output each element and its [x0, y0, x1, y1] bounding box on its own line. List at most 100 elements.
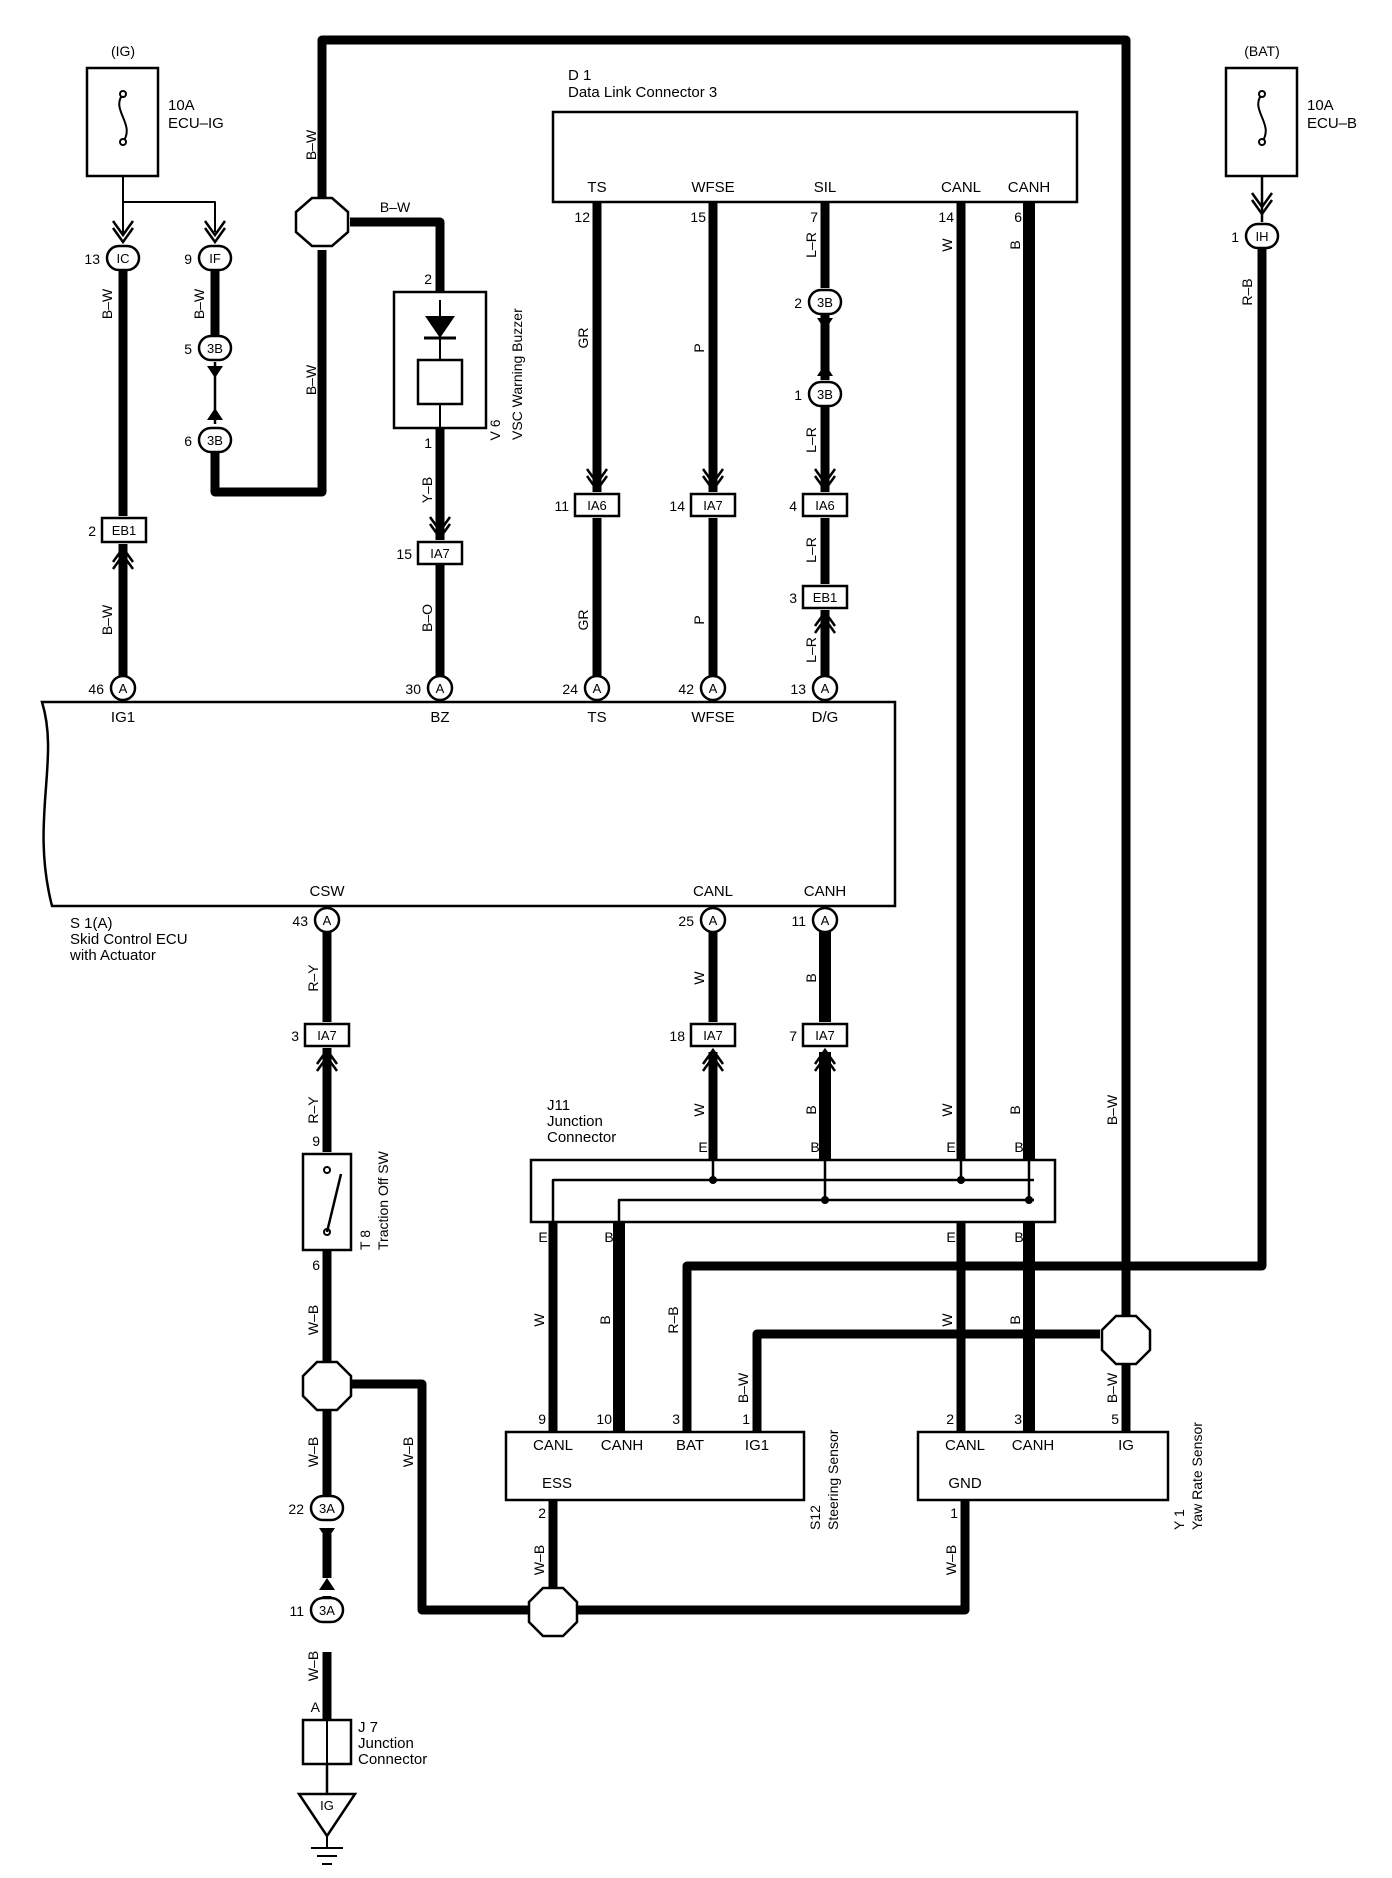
chevrons — [111, 192, 1274, 1072]
connector-ia7-18: IA7 18 — [669, 1022, 737, 1048]
svg-text:B: B — [1007, 1315, 1023, 1324]
dlc-name: Data Link Connector 3 — [568, 84, 717, 101]
svg-text:1: 1 — [794, 387, 802, 403]
yaw-ref: Y 1 — [1171, 1509, 1187, 1530]
svg-text:5: 5 — [184, 341, 192, 357]
wire-wb-loop — [352, 1379, 530, 1615]
svg-text:E: E — [698, 1139, 707, 1155]
splice-wb-lower — [527, 1586, 579, 1638]
connector-3b-6: 3B 6 — [184, 426, 233, 454]
svg-text:B–W: B–W — [191, 288, 207, 319]
svg-text:B–W: B–W — [1104, 1094, 1120, 1125]
yaw-gnd-pin: 1 — [950, 1505, 958, 1521]
ground-label: IG — [320, 1798, 334, 1813]
svg-text:Y–B: Y–B — [419, 477, 435, 503]
svg-text:B–W: B–W — [1104, 1372, 1120, 1403]
svg-text:L–R: L–R — [803, 232, 819, 258]
connector-ia7-7: IA7 7 — [789, 1022, 849, 1048]
traction-off-switch: 9 6 T 8 Traction Off SW — [301, 1133, 391, 1273]
yaw-pin-canl: CANL — [945, 1437, 985, 1454]
svg-text:2: 2 — [88, 523, 96, 539]
svg-text:3B: 3B — [817, 387, 833, 402]
svg-text:P: P — [691, 615, 707, 624]
connector-if: IF 9 — [184, 244, 233, 272]
dlc-ref: D 1 — [568, 67, 591, 84]
svg-text:EB1: EB1 — [813, 590, 838, 605]
svg-text:3: 3 — [291, 1028, 299, 1044]
svg-text:1: 1 — [1231, 229, 1239, 245]
svg-text:W–B: W–B — [531, 1545, 547, 1575]
svg-text:18: 18 — [669, 1028, 685, 1044]
connector-ia6-11: IA6 11 — [554, 492, 621, 518]
j7-name-2: Connector — [358, 1751, 427, 1768]
svg-text:9: 9 — [184, 251, 192, 267]
svg-text:W–B: W–B — [305, 1651, 321, 1681]
ecu-num-13: 13 — [790, 681, 806, 697]
connector-ic: IC 13 — [84, 244, 141, 272]
junction-connector-j7: A J 7 Junction Connector — [301, 1699, 427, 1794]
steer-num-ig1: 1 — [742, 1411, 750, 1427]
svg-text:IC: IC — [117, 251, 130, 266]
svg-text:11: 11 — [289, 1603, 304, 1619]
svg-text:IA6: IA6 — [587, 498, 607, 513]
ecu-pin-wfse: WFSE — [691, 709, 734, 726]
j7-name-1: Junction — [358, 1735, 414, 1752]
svg-text:B–W: B–W — [303, 364, 319, 395]
fuse-ig-name: ECU–IG — [168, 115, 224, 132]
svg-text:W–B: W–B — [943, 1545, 959, 1575]
svg-text:IH: IH — [1256, 229, 1269, 244]
svg-text:L–R: L–R — [803, 637, 819, 663]
svg-text:3: 3 — [789, 590, 797, 606]
svg-text:A: A — [593, 681, 602, 696]
svg-text:3A: 3A — [319, 1603, 335, 1618]
ecu-pin-ig1: IG1 — [111, 709, 135, 726]
j11-name-1: Junction — [547, 1113, 603, 1130]
ecu-num-42: 42 — [678, 681, 694, 697]
splice-wb-ground — [301, 1360, 353, 1412]
yaw-name: Yaw Rate Sensor — [1189, 1422, 1205, 1530]
fuse-ecu-b: (BAT) 10A ECU–B — [1224, 43, 1357, 178]
traction-pin-bottom: 6 — [312, 1257, 320, 1273]
svg-text:W: W — [939, 238, 955, 252]
dlc-pin-ts: TS — [587, 179, 606, 196]
ecu-num-46: 46 — [88, 681, 104, 697]
buzzer-pin-bottom: 1 — [424, 435, 432, 451]
svg-text:W: W — [939, 1103, 955, 1117]
svg-text:E: E — [946, 1139, 955, 1155]
steering-sensor: 9 10 3 1 CANL CANH BAT IG1 ESS 2 S12 Ste… — [504, 1411, 841, 1530]
svg-text:GR: GR — [575, 610, 591, 631]
connector-3a-11: 3A 11 — [289, 1596, 345, 1624]
svg-text:3B: 3B — [207, 341, 223, 356]
svg-text:B–W: B–W — [380, 199, 411, 215]
svg-text:W–B: W–B — [305, 1305, 321, 1335]
connector-3b-1: 3B 1 — [794, 380, 843, 408]
j11-ref: J11 — [547, 1097, 570, 1114]
svg-text:A: A — [436, 681, 445, 696]
dlc-num-ts: 12 — [574, 209, 590, 225]
steer-pin-ig1: IG1 — [745, 1437, 769, 1454]
wire-labels: B–W B–W B–W B–W B–W B–W Y–B B–O GR GR P … — [99, 129, 1255, 1681]
steer-pin-bat: BAT — [676, 1437, 704, 1454]
ecu-num-24: 24 — [562, 681, 578, 697]
svg-text:W: W — [691, 1103, 707, 1117]
j7-pin: A — [311, 1699, 321, 1715]
buzzer-pin-top: 2 — [424, 271, 432, 287]
dlc-pin-canl: CANL — [941, 179, 981, 196]
connector-ih: IH 1 — [1231, 222, 1280, 250]
steer-num-canl: 9 — [538, 1411, 546, 1427]
svg-text:13: 13 — [84, 251, 100, 267]
svg-text:A: A — [323, 913, 332, 928]
wires — [118, 35, 1267, 1740]
svg-text:IA7: IA7 — [703, 1028, 723, 1043]
steer-pin-canl: CANL — [533, 1437, 573, 1454]
rect-connectors: EB1 2 IA7 15 IA6 11 IA7 14 IA6 4 EB1 3 — [88, 492, 849, 1048]
ecu-pin-ts: TS — [587, 709, 606, 726]
connector-ia6-4: IA6 4 — [789, 492, 849, 518]
yaw-num-canh: 3 — [1014, 1411, 1022, 1427]
traction-name: Traction Off SW — [375, 1150, 391, 1250]
connector-3b-2: 3B 2 — [794, 288, 843, 316]
traction-pin-top: 9 — [312, 1133, 320, 1149]
yaw-num-ig: 5 — [1111, 1411, 1119, 1427]
svg-text:L–R: L–R — [803, 537, 819, 563]
svg-text:IA6: IA6 — [815, 498, 835, 513]
